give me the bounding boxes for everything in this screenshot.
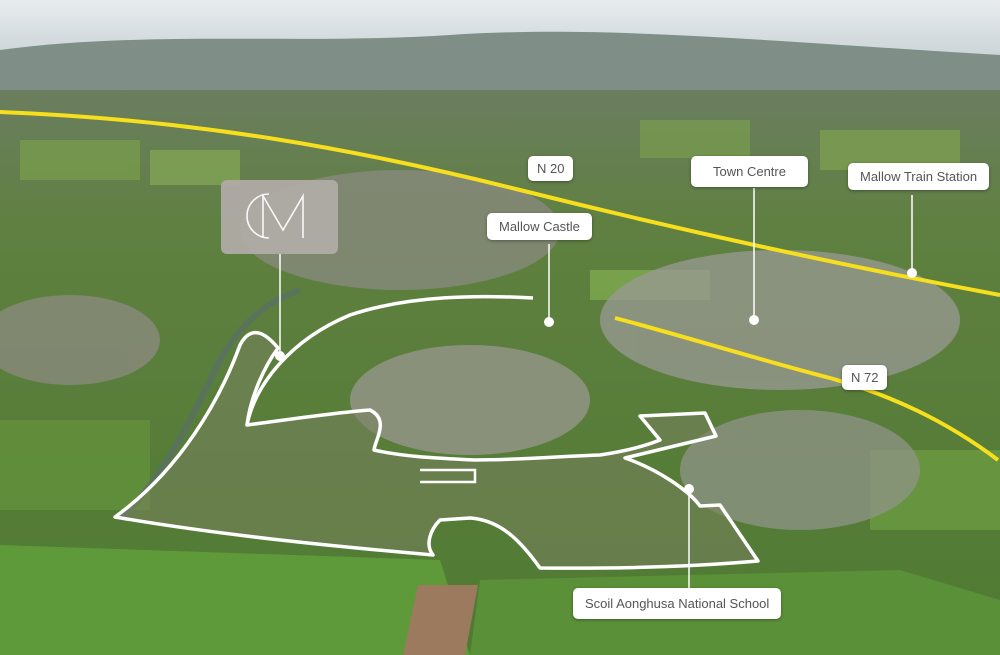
leader-lines	[279, 188, 913, 588]
marker-dots	[275, 268, 917, 494]
road-label-n72: N 72	[842, 365, 888, 390]
river	[117, 287, 301, 523]
ploughed-field	[403, 585, 478, 655]
marker-label-train-station: Mallow Train Station	[848, 163, 990, 190]
n72-road-line	[614, 316, 1000, 462]
marker-label-school: Scoil Aonghusa National School	[573, 588, 782, 619]
foreground-fields	[0, 545, 470, 655]
site-boundary	[113, 330, 760, 570]
cm-monogram-icon	[246, 193, 304, 239]
marker-label-town-centre: Town Centre	[691, 156, 808, 187]
development-logo: CM	[221, 180, 338, 254]
urban-areas	[0, 170, 960, 530]
road-label-n20: N 20	[528, 156, 574, 181]
n20-road-line	[0, 110, 1000, 297]
marker-label-mallow-castle: Mallow Castle	[487, 213, 592, 240]
site-access-road	[420, 468, 477, 484]
site-boundary-north	[245, 294, 534, 426]
